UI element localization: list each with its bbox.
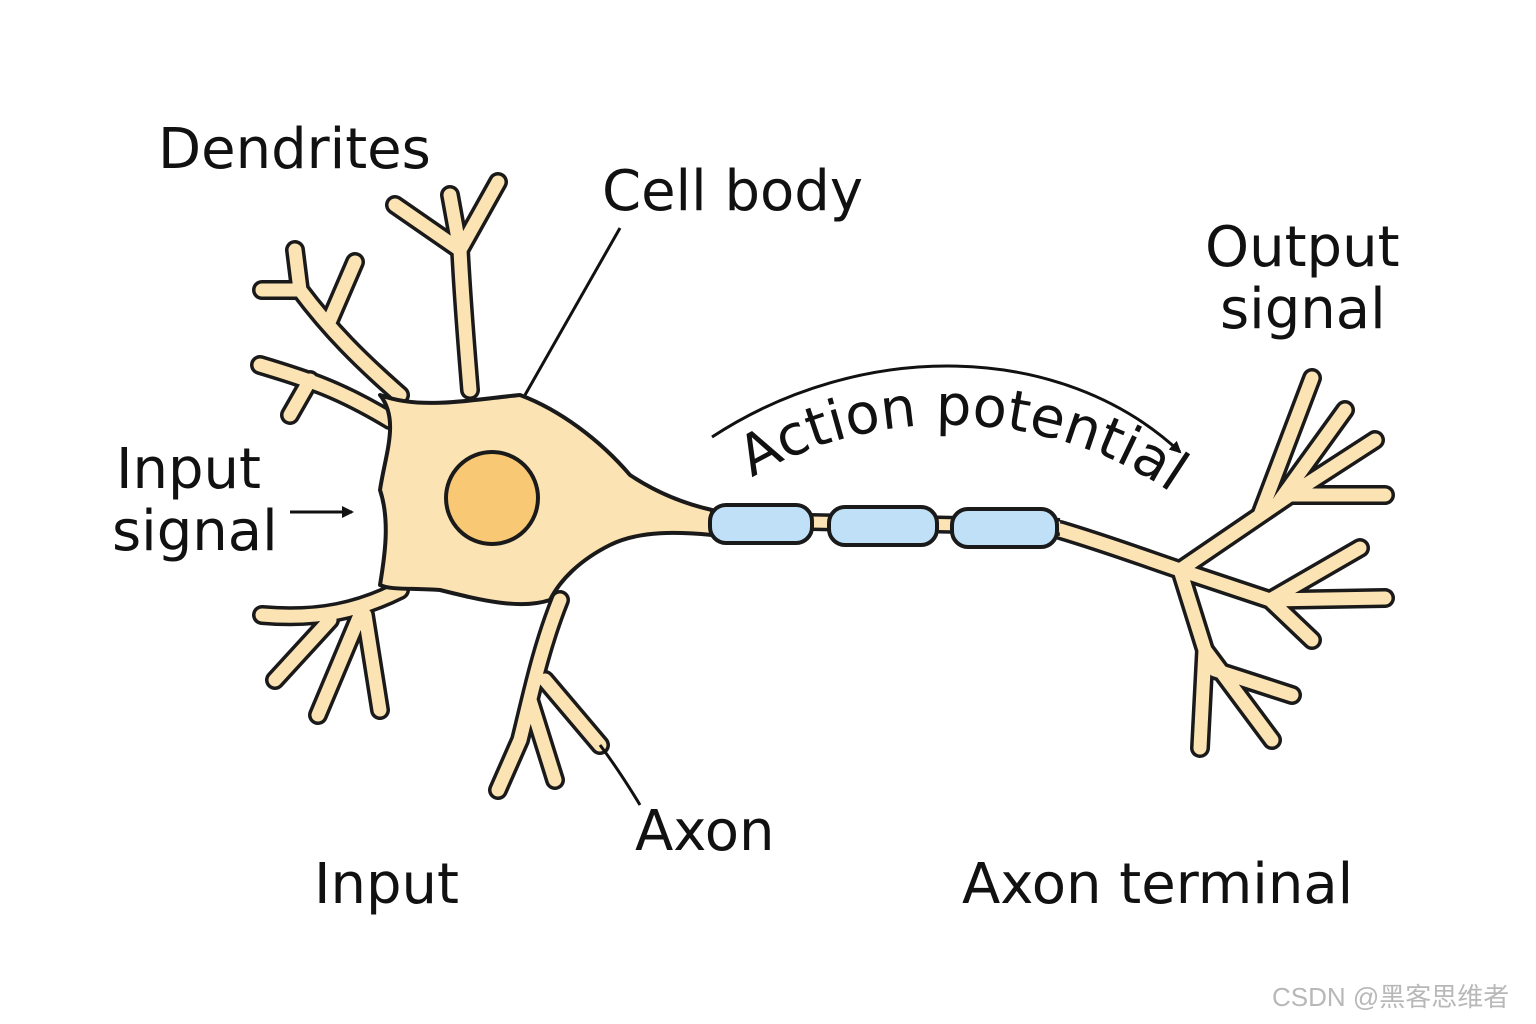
label-input: Input <box>314 852 459 917</box>
label-axon: Axon <box>635 799 774 864</box>
myelin-segment <box>950 507 1059 549</box>
watermark: CSDN @黑客思维者 <box>1272 982 1509 1012</box>
label-dendrites: Dendrites <box>158 117 431 182</box>
cell-body-leader-line <box>523 227 622 396</box>
label-input-signal-line2: signal <box>112 499 278 564</box>
label-output-signal-line1: Output <box>1205 215 1400 280</box>
label-input-signal-line1: Input <box>116 437 261 502</box>
myelin-sheath <box>708 503 1059 549</box>
myelin-segment <box>827 505 939 547</box>
label-cell-body: Cell body <box>602 159 863 224</box>
nucleus <box>444 450 540 546</box>
dendrite-branches <box>250 172 1395 800</box>
label-axon-terminal: Axon terminal <box>962 852 1353 917</box>
action-potential-arrow <box>711 364 1182 454</box>
cell-body-shape <box>378 393 714 607</box>
label-output-signal-line2: signal <box>1220 277 1386 342</box>
axon-leader-line <box>598 744 642 806</box>
myelin-segment <box>708 503 814 545</box>
